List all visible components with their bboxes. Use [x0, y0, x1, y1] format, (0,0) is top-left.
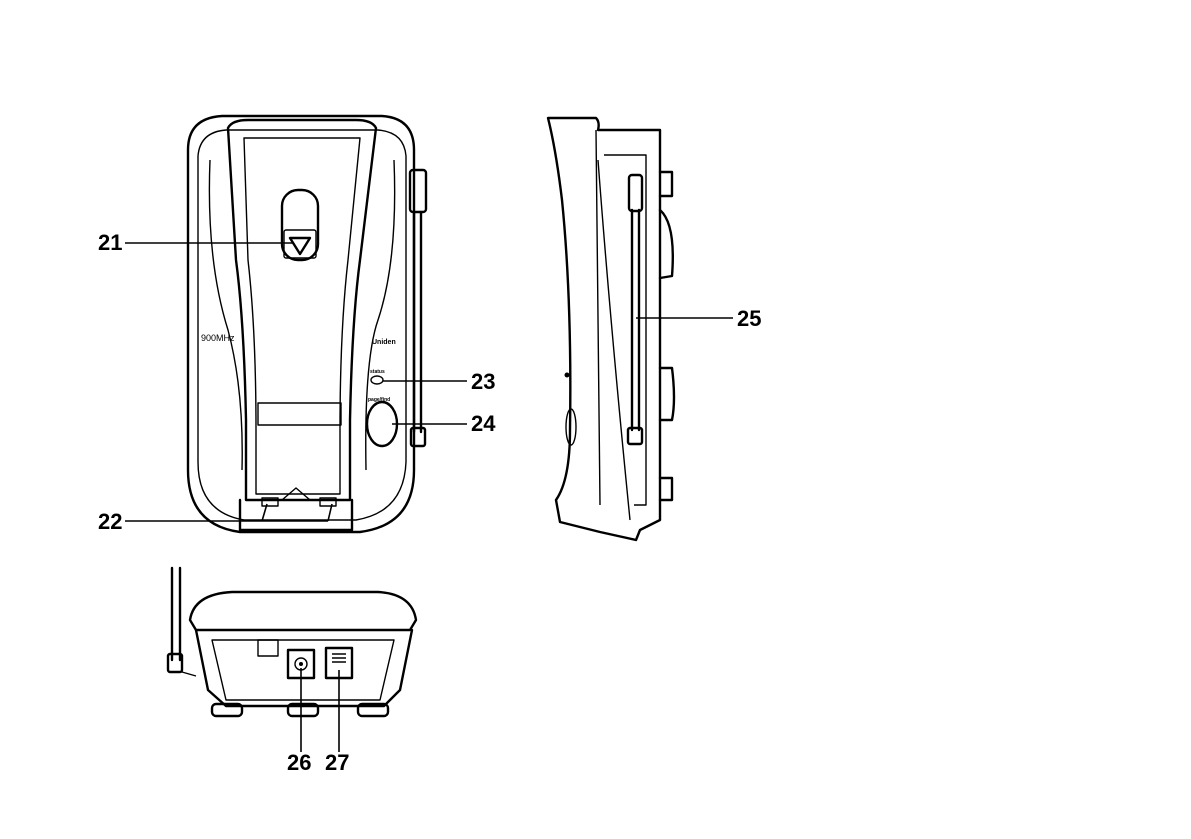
callout-25: 25: [737, 306, 761, 331]
callout-26: 26: [287, 750, 311, 775]
page-find-label: page/find: [368, 397, 390, 403]
callout-23: 23: [471, 369, 495, 394]
brand-label: Uniden: [372, 339, 396, 346]
callout-27: 27: [325, 750, 349, 775]
callout-22: 22: [98, 509, 122, 534]
callout-24: 24: [471, 411, 496, 436]
frequency-label: 900MHz: [201, 333, 235, 343]
callout-21: 21: [98, 230, 122, 255]
bottom-view: [168, 568, 416, 716]
side-view: [548, 118, 674, 540]
status-label: status: [370, 369, 385, 375]
front-view: 900MHz Uniden status page/find: [188, 116, 426, 532]
